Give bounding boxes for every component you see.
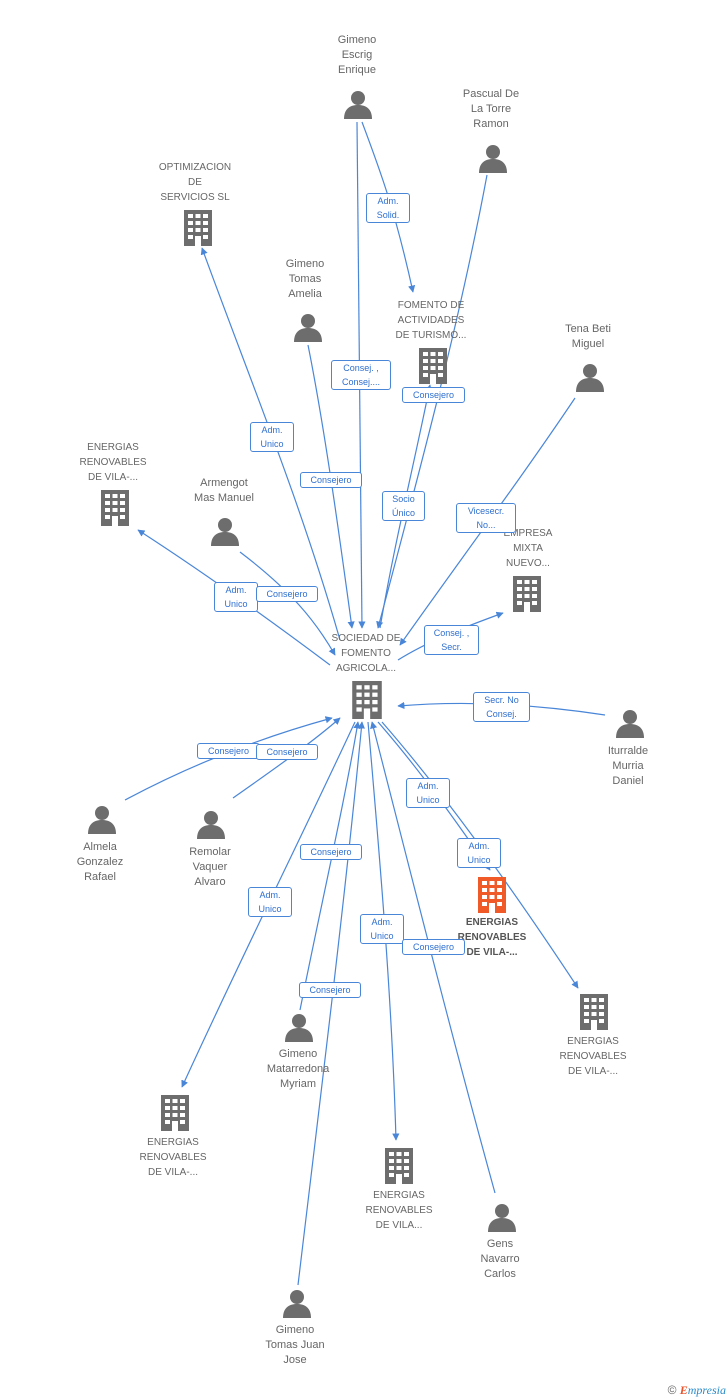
edge-label[interactable]: Adm. Unico: [360, 914, 404, 944]
edge-label[interactable]: Consej. , Consej....: [331, 360, 391, 390]
building-icon: [513, 576, 541, 612]
node-energias-highlight[interactable]: ENERGIAS RENOVABLES DE VILA-...: [457, 917, 527, 958]
edge-label[interactable]: Consejero: [256, 744, 318, 760]
node-gens[interactable]: Gens Navarro Carlos: [480, 1238, 520, 1280]
edge-label[interactable]: Consejero: [256, 586, 318, 602]
edge-armengot-center: [239, 551, 336, 656]
person-icon: [285, 1014, 313, 1042]
node-gimeno-tomas-amelia[interactable]: Gimeno Tomas Amelia: [285, 258, 325, 300]
building-icon: [385, 1148, 413, 1184]
edge-label[interactable]: Vicesecr. No...: [456, 503, 516, 533]
node-tena[interactable]: Tena Beti Miguel: [565, 323, 611, 350]
building-icon: [580, 994, 608, 1030]
node-fomento-turismo[interactable]: FOMENTO DE ACTIVIDADES DE TURISMO...: [395, 300, 467, 341]
brand-initial: E: [679, 1383, 688, 1397]
building-icons: [101, 210, 608, 1184]
edge-label[interactable]: Adm. Unico: [406, 778, 450, 808]
person-icon: [576, 364, 604, 392]
edge-label[interactable]: Consejero: [402, 939, 465, 955]
person-icon: [197, 811, 225, 839]
node-gimeno-escrig[interactable]: Gimeno Escrig Enrique: [337, 34, 377, 76]
edge-label[interactable]: Consejero: [197, 743, 260, 759]
edge-label[interactable]: Consejero: [300, 844, 362, 860]
node-pascual[interactable]: Pascual De La Torre Ramon: [462, 88, 520, 130]
building-icon: [419, 348, 447, 384]
node-center-company[interactable]: SOCIEDAD DE FOMENTO AGRICOLA...: [331, 633, 401, 674]
node-empresa-mixta[interactable]: EMPRESA MIXTA NUEVO...: [503, 528, 553, 569]
node-gimeno-tomas-juan[interactable]: Gimeno Tomas Juan Jose: [265, 1324, 325, 1366]
edge-label[interactable]: Adm. Unico: [457, 838, 501, 868]
edge-label[interactable]: Adm. Unico: [248, 887, 292, 917]
node-armengot[interactable]: Armengot Mas Manuel: [194, 477, 254, 504]
person-icon: [88, 806, 116, 834]
copyright-symbol: ©: [667, 1383, 677, 1397]
person-icon: [283, 1290, 311, 1318]
building-icons-highlight: [478, 877, 506, 913]
node-energias-bottom-left[interactable]: ENERGIAS RENOVABLES DE VILA-...: [139, 1137, 207, 1178]
node-remolar[interactable]: Remolar Vaquer Alvaro: [189, 846, 231, 888]
node-gimeno-matarredona[interactable]: Gimeno Matarredona Myriam: [266, 1048, 330, 1090]
person-icon: [344, 91, 372, 119]
edge-label[interactable]: Consejero: [300, 472, 362, 488]
building-icon: [101, 490, 129, 526]
node-energias-bottom-mid[interactable]: ENERGIAS RENOVABLES DE VILA...: [365, 1190, 433, 1231]
brand-name: mpresia: [687, 1383, 726, 1397]
edge-label[interactable]: Consejero: [299, 982, 361, 998]
person-icon: [616, 710, 644, 738]
person-icon: [488, 1204, 516, 1232]
building-icon: [184, 210, 212, 246]
person-icon: [479, 145, 507, 173]
edge-label[interactable]: Adm. Unico: [250, 422, 294, 452]
node-optimizacion[interactable]: OPTIMIZACION DE SERVICIOS SL: [158, 162, 232, 203]
node-almela[interactable]: Almela Gonzalez Rafael: [76, 841, 124, 883]
edge-label[interactable]: Socio Único: [382, 491, 425, 521]
edge-label[interactable]: Adm. Solid.: [366, 193, 410, 223]
building-icon: [161, 1095, 189, 1131]
node-energias-right[interactable]: ENERGIAS RENOVABLES DE VILA-...: [559, 1036, 627, 1077]
edge-label[interactable]: Secr. No Consej.: [473, 692, 530, 722]
building-highlight-icon: [478, 877, 506, 913]
node-energias-top-left[interactable]: ENERGIAS RENOVABLES DE VILA-...: [79, 442, 147, 483]
building-icon: [352, 681, 382, 719]
edge-label[interactable]: Consejero: [402, 387, 465, 403]
node-iturralde[interactable]: Iturralde Murria Daniel: [607, 745, 649, 787]
person-icon: [294, 314, 322, 342]
edge-label[interactable]: Adm. Unico: [214, 582, 258, 612]
edge-matarredona-center: [299, 721, 361, 1011]
edge-juan-center: [297, 721, 365, 1286]
person-icon: [211, 518, 239, 546]
empresia-logo: © Empresia: [668, 1383, 726, 1398]
edge-label[interactable]: Consej. , Secr.: [424, 625, 479, 655]
